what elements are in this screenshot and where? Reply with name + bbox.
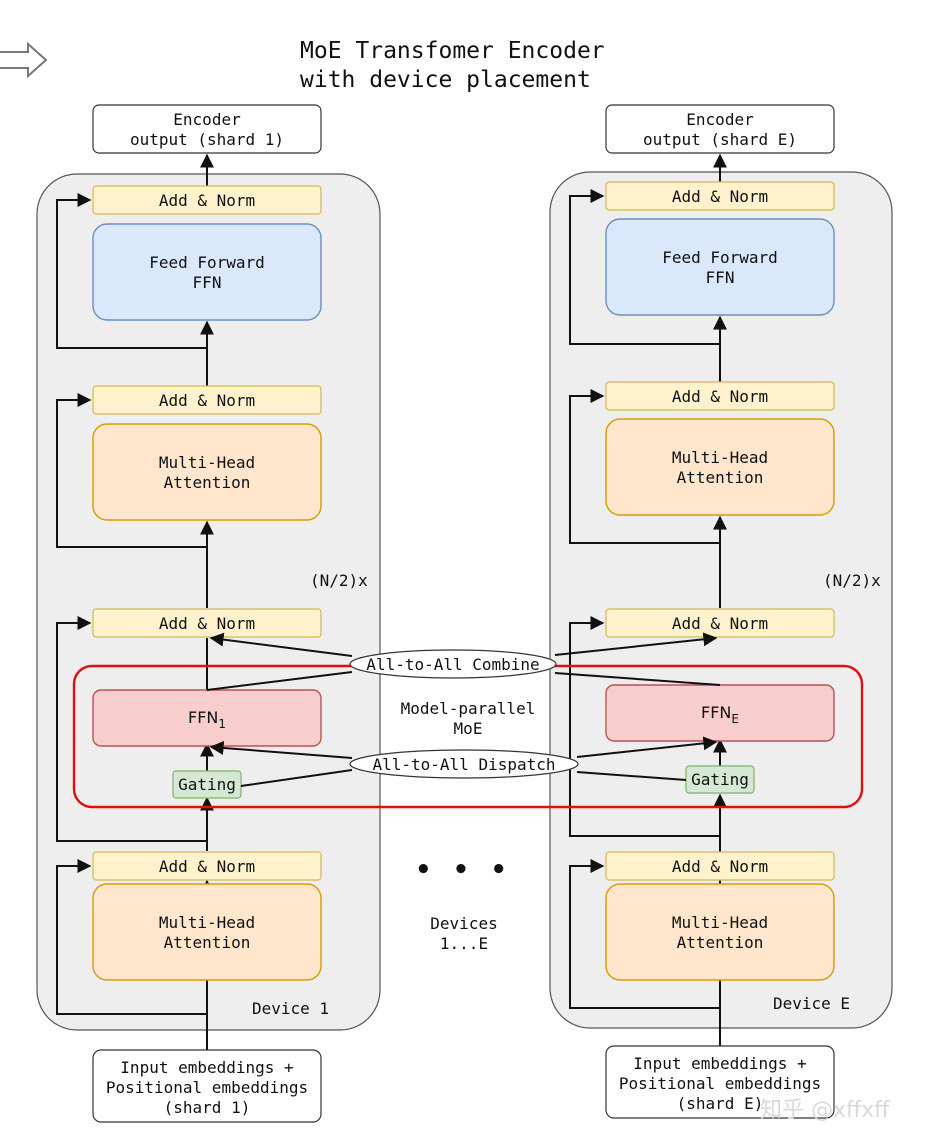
device-e-label: Device E (773, 994, 850, 1013)
device-e: Encoder output (shard E) Add & Norm Feed… (549, 104, 893, 1119)
device-1-ffn-line1: Feed Forward (149, 253, 265, 272)
device-1-output-line2: output (shard 1) (130, 130, 284, 149)
device-e-output-line2: output (shard E) (643, 130, 797, 149)
device-1-add-norm-3 (92, 385, 322, 415)
device-e-input-line2: Positional embeddings (619, 1074, 821, 1093)
device-1-add-norm-4-label: Add & Norm (159, 191, 255, 210)
devices-ellipsis: • • • (415, 855, 513, 885)
device-e-mha-lower-line1: Multi-Head (672, 913, 768, 932)
device-1-repeat-label: (N/2)x (310, 571, 368, 590)
device-1-add-norm-3-label: Add & Norm (159, 391, 255, 410)
device-e-repeat-label: (N/2)x (823, 571, 881, 590)
device-e-input-line3: (shard E) (677, 1094, 764, 1113)
device-e-expert-label: FFNE (701, 703, 739, 726)
device-e-add-norm-1 (605, 851, 835, 881)
device-e-output-line1: Encoder (686, 110, 754, 129)
device-e-mha-upper-line2: Attention (677, 468, 764, 487)
device-1-add-norm-2-label: Add & Norm (159, 614, 255, 633)
device-e-add-norm-4-label: Add & Norm (672, 187, 768, 206)
device-e-mha-upper-line1: Multi-Head (672, 448, 768, 467)
device-1-gating (172, 770, 242, 799)
device-e-add-norm-2 (605, 608, 835, 638)
device-1-add-norm-4 (92, 185, 322, 215)
devices-label-line1: Devices (430, 914, 497, 933)
moe-label-line2: MoE (454, 719, 483, 738)
device-e-add-norm-2-label: Add & Norm (672, 614, 768, 633)
device-1-add-norm-1 (92, 851, 322, 881)
all-to-all-dispatch (349, 749, 579, 779)
device-e-output-box (605, 104, 835, 154)
device-1-feed-forward (92, 223, 322, 321)
device-e-mha-lower-line2: Attention (677, 933, 764, 952)
device-e-add-norm-1-label: Add & Norm (672, 857, 768, 876)
device-1-label: Device 1 (252, 999, 329, 1018)
device-e-mha-lower (605, 883, 835, 981)
device-1-input-box (92, 1049, 322, 1123)
device-e-add-norm-4 (605, 181, 835, 211)
combine-label: All-to-All Combine (366, 655, 539, 674)
device-e-add-norm-3 (605, 381, 835, 411)
device-1-mha-lower-line1: Multi-Head (159, 913, 255, 932)
moe-region: All-to-All Combine Model-parallel MoE Al… (72, 632, 864, 809)
all-to-all-combine (349, 649, 557, 679)
device-e-add-norm-3-label: Add & Norm (672, 387, 768, 406)
dispatch-label: All-to-All Dispatch (372, 755, 555, 774)
device-e-input-line1: Input embeddings + (633, 1054, 806, 1073)
title-line1: MoE Transfomer Encoder (300, 38, 605, 64)
device-1-mha-upper (92, 423, 322, 521)
device-1-input-line1: Input embeddings + (120, 1058, 293, 1077)
device-e-gating-label: Gating (691, 770, 749, 789)
device-1-mha-lower-line2: Attention (164, 933, 251, 952)
device-1-input-line3: (shard 1) (164, 1098, 251, 1117)
device-1-mha-lower (92, 883, 322, 981)
device-1-output-box (92, 104, 322, 154)
devices-label-line2: 1...E (440, 934, 488, 953)
device-e-ffn-line2: FFN (706, 268, 735, 287)
device-e-mha-upper (605, 418, 835, 516)
device-1-ffn-line2: FFN (193, 273, 222, 292)
device-e-input-box (605, 1045, 835, 1119)
device-e-feed-forward (605, 218, 835, 316)
hollow-arrow-icon (0, 41, 48, 79)
device-1-add-norm-1-label: Add & Norm (159, 857, 255, 876)
device-1-add-norm-2 (92, 608, 322, 638)
device-1-expert-label: FFN1 (188, 708, 226, 731)
title-line2: with device placement (300, 67, 591, 93)
device-1-mha-upper-line1: Multi-Head (159, 453, 255, 472)
watermark: 知乎 @xffxff (760, 1098, 890, 1123)
device-1-input-line2: Positional embeddings (106, 1078, 308, 1097)
device-e-ffn-line1: Feed Forward (662, 248, 778, 267)
moe-label-line1: Model-parallel (401, 699, 536, 718)
device-1-gating-label: Gating (178, 775, 236, 794)
device-1: Encoder output (shard 1) Add & Norm Feed… (36, 104, 381, 1123)
device-1-output-line1: Encoder (173, 110, 241, 129)
device-1-mha-upper-line2: Attention (164, 473, 251, 492)
